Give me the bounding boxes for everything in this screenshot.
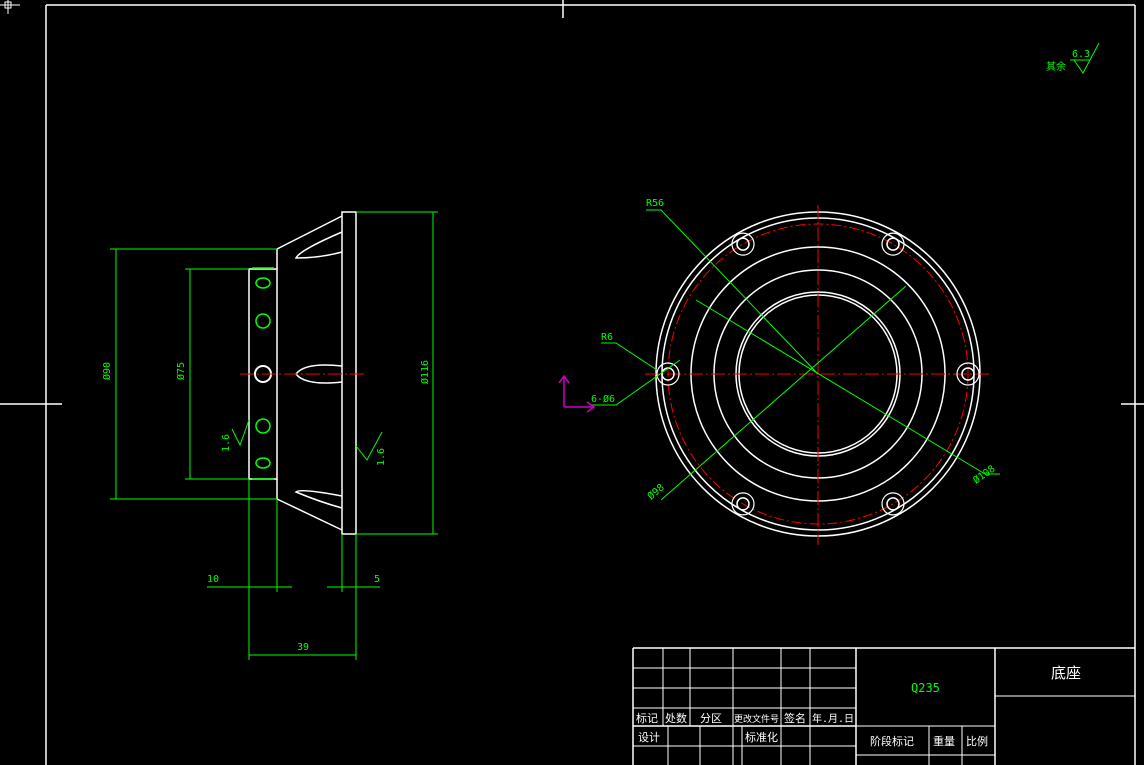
part-name-title: 底座 [1051, 664, 1081, 682]
dim-holes: 6-Ø6 [591, 393, 615, 405]
dim-r6: R6 [601, 332, 613, 343]
front-view-dim-text: R56 R6 6-Ø6 Ø98 Ø108 [591, 198, 997, 502]
bolt-hole-boss [881, 232, 905, 256]
side-view-holes [252, 267, 274, 480]
tb-col-doc: 更改文件号 [734, 713, 779, 725]
dim-d98: Ø98 [645, 481, 667, 502]
roughness-note-value: 6.3 [1072, 49, 1090, 60]
tb-col-mark: 标记 [636, 711, 658, 725]
side-view: Ø90 Ø75 Ø116 10 5 39 1.6 1.6 [101, 211, 438, 660]
crosshair-cursor-icon [0, 0, 20, 14]
dim-39: 39 [297, 642, 309, 653]
front-view-centerlines [645, 205, 992, 545]
tb-row-std: 标准化 [745, 730, 778, 744]
dim-d75: Ø75 [175, 362, 187, 380]
tb-col-stage: 阶段标记 [870, 734, 914, 748]
dim-d108: Ø108 [971, 463, 998, 487]
dim-5: 5 [374, 574, 380, 585]
roughness-left: 1.6 [221, 434, 232, 452]
bolt-hole-boss [731, 492, 755, 516]
bolt-hole [886, 237, 900, 251]
front-view: R56 R6 6-Ø6 Ø98 Ø108 [591, 198, 1000, 545]
tb-col-scale: 比例 [966, 734, 988, 748]
side-view-dim-text: Ø90 Ø75 Ø116 10 5 39 1.6 1.6 [101, 360, 431, 653]
bolt-hole [961, 367, 975, 381]
dim-10: 10 [207, 574, 219, 585]
bolt-hole [736, 237, 750, 251]
tb-row-design: 设计 [638, 731, 660, 744]
tb-col-date: 年.月.日 [812, 712, 854, 725]
bolt-hole [736, 497, 750, 511]
bolt-hole [886, 497, 900, 511]
front-view-dimensions [591, 209, 1000, 501]
roughness-note: 其余 6.3 [1046, 42, 1100, 74]
tb-col-count: 处数 [665, 712, 687, 725]
tb-col-sign: 签名 [784, 711, 806, 725]
side-view-outline [248, 211, 357, 535]
front-view-holes [656, 232, 980, 516]
roughness-note-label: 其余 [1046, 60, 1066, 73]
dim-r56: R56 [646, 198, 664, 209]
bolt-hole-boss [956, 362, 980, 386]
bolt-hole-boss [881, 492, 905, 516]
roughness-symbol-icon [1073, 42, 1100, 74]
title-block-grid [632, 647, 1135, 765]
bolt-hole-boss [731, 232, 755, 256]
bolt-hole-boss [656, 362, 680, 386]
roughness-right: 1.6 [376, 448, 387, 466]
tb-col-zone: 分区 [700, 712, 722, 725]
material-label: Q235 [911, 681, 940, 695]
ucs-icon [558, 374, 596, 413]
dim-d116: Ø116 [419, 360, 431, 384]
tb-col-weight: 重量 [933, 734, 955, 748]
side-view-dimensions [110, 211, 438, 660]
dim-d90: Ø90 [101, 362, 113, 380]
title-block: Q235 底座 标记 处数 分区 更改文件号 签名 年.月.日 设计 标准化 阶… [632, 647, 1135, 765]
